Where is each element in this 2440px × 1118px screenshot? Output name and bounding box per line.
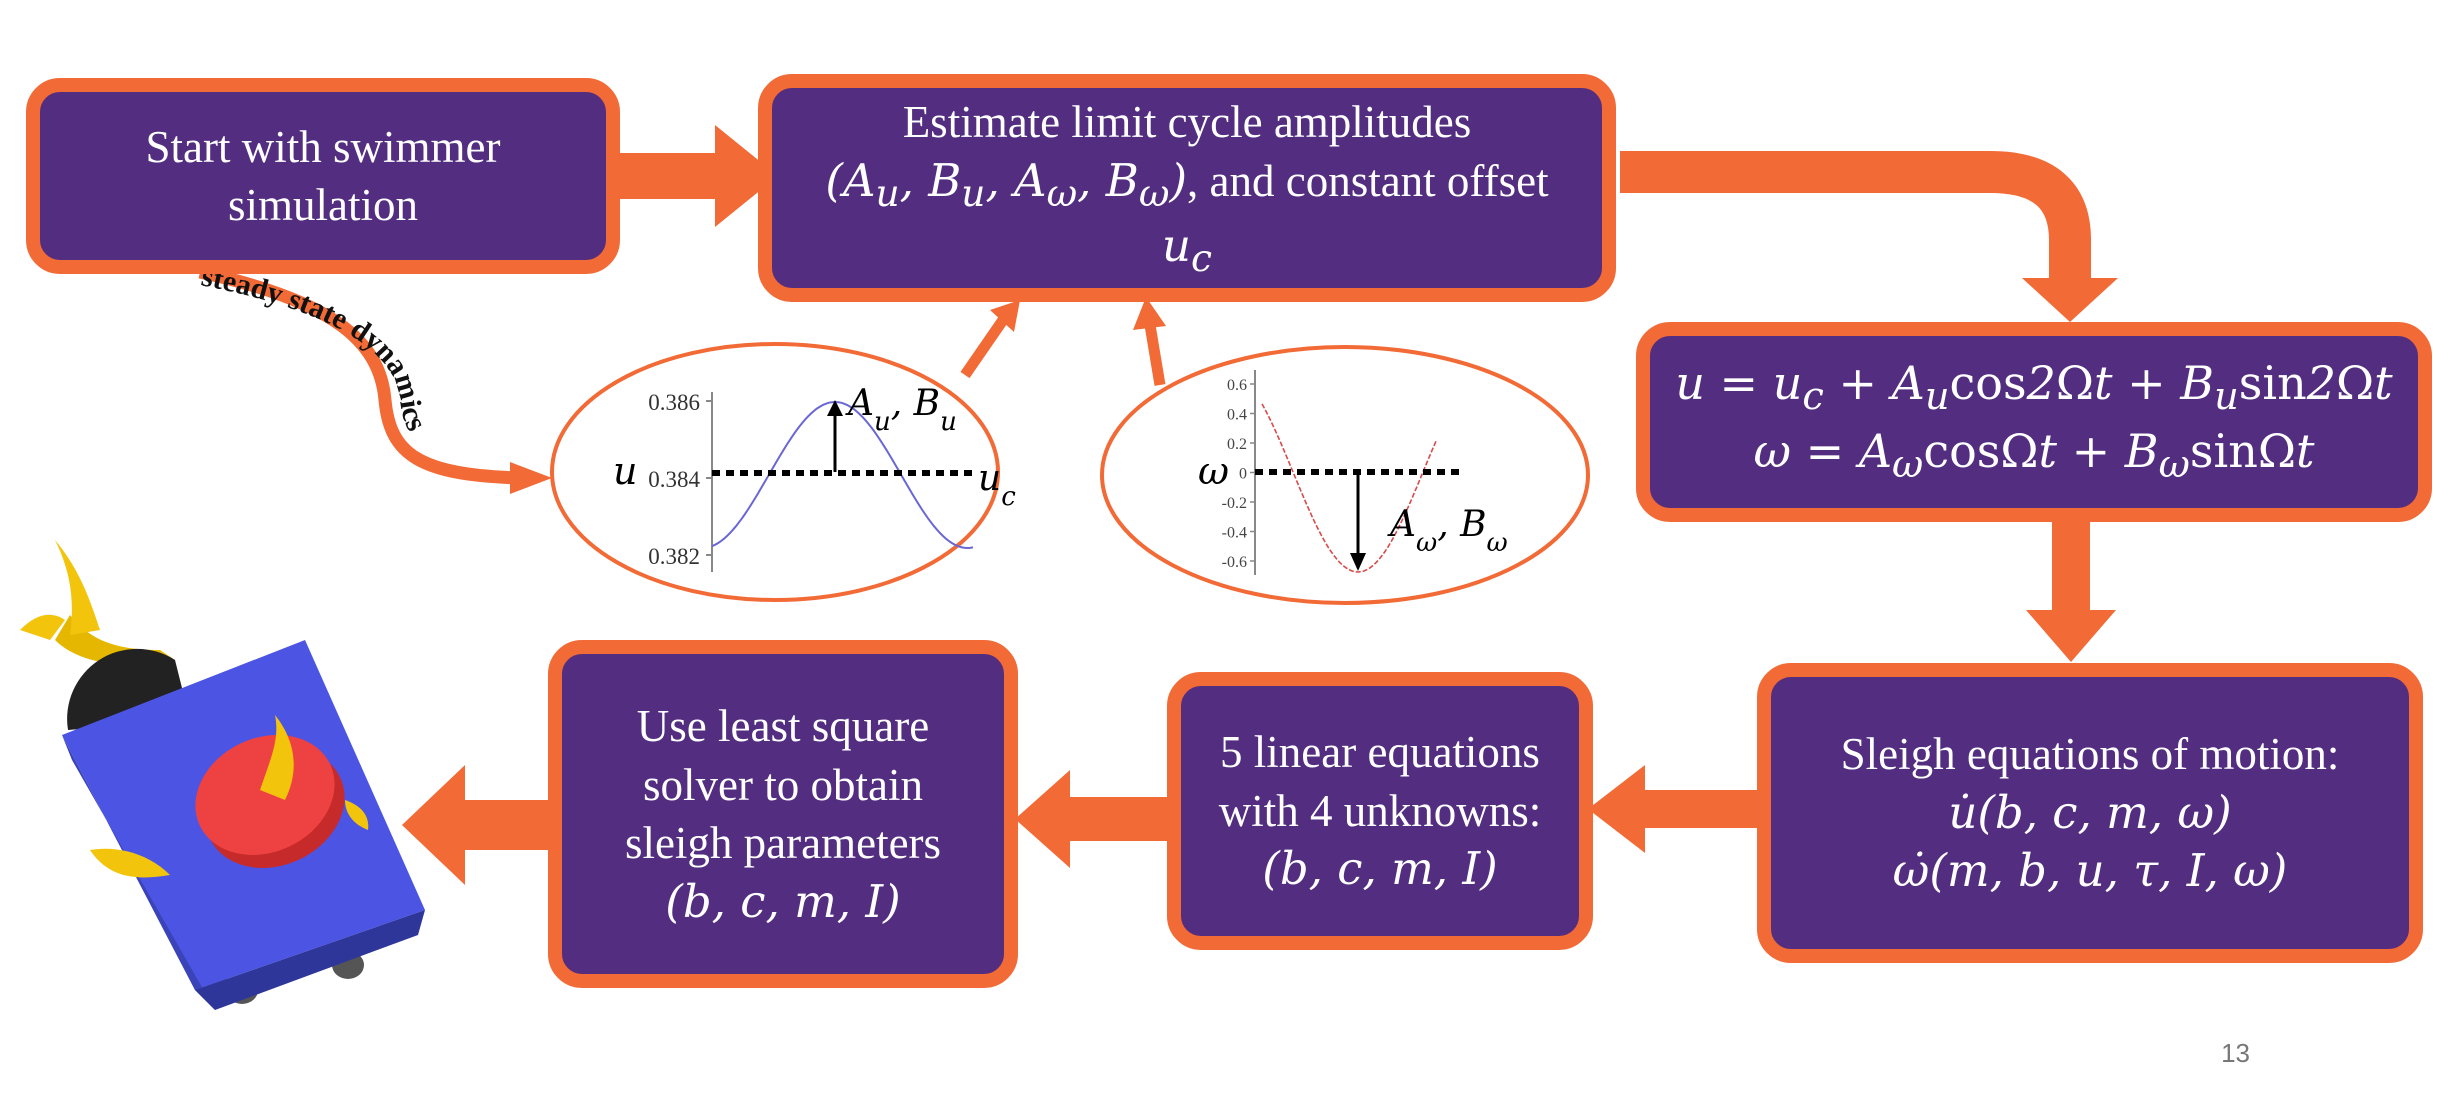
estimate-line-1: Estimate limit cycle amplitudes (902, 97, 1472, 147)
linear-line-1: 5 linear equations (1220, 727, 1540, 778)
start-line-1: Start with swimmer (145, 121, 501, 172)
estimate-line-3: uc (1162, 219, 1212, 281)
u-amplitude-label: Au, Bu (845, 383, 957, 437)
omega-amplitude-label: Aω, Bω (1387, 504, 1508, 558)
omega-tick-label: -0.2 (1222, 495, 1247, 512)
linear-line-2: with 4 unknowns: (1218, 785, 1542, 836)
sleigh-line-2: u̇(b, c, m, ω) (1948, 785, 2232, 839)
model-eq-2: ω = AωcosΩt + BωsinΩt (1753, 424, 2315, 488)
u-sine-curve (711, 400, 974, 550)
sleigh-line-3: ω̇(m, b, u, τ, I, ω) (1892, 844, 2288, 898)
u-offset-label: uc (978, 458, 1016, 512)
arrow-sleigh-to-linear (1588, 765, 1762, 853)
start-line-2: simulation (228, 180, 418, 230)
limit-cycle-model-box: u = uc + Aucos2Ωt + Busin2Ωt ω = AωcosΩt… (1636, 322, 2432, 522)
linear-equations-box: 5 linear equations with 4 unknowns: (b, … (1167, 672, 1593, 950)
steady-state-label: steady state dynamics (199, 260, 433, 436)
solver-line-2: solver to obtain (643, 759, 923, 810)
u-limit-cycle-plot: 0.386 0.384 0.382 u Au, Bu uc (550, 342, 1016, 602)
arrow-solver-to-robot (402, 765, 555, 885)
solver-line-1: Use least square (636, 701, 930, 751)
arrow-steady-state (198, 265, 552, 494)
u-axis-symbol: u (613, 449, 637, 493)
omega-tick-label: 0.2 (1227, 436, 1247, 453)
omega-tick-label: 0 (1239, 466, 1247, 483)
u-tick-label: 0.382 (648, 544, 700, 569)
omega-sine-curve (1261, 403, 1437, 573)
model-eq-1: u = uc + Aucos2Ωt + Busin2Ωt (1675, 356, 2393, 420)
arrow-wplot-to-estimate (1133, 297, 1166, 386)
omega-tick-label: 0.4 (1227, 407, 1247, 424)
estimate-amplitudes-box: Estimate limit cycle amplitudes (Au, Bu,… (758, 74, 1616, 302)
u-tick-label: 0.386 (648, 390, 700, 415)
arrow-estimate-to-model (1620, 151, 2118, 322)
page-number: 13 (2221, 1038, 2250, 1068)
arrow-linear-to-solver (1015, 770, 1175, 868)
sleigh-line-1: Sleigh equations of motion: (1840, 729, 2340, 780)
arrow-uplot-to-estimate (960, 300, 1020, 379)
solver-line-3: sleigh parameters (624, 818, 942, 868)
sleigh-robot-illustration (20, 540, 425, 1010)
omega-limit-cycle-plot: 0.6 0.4 0.2 0 -0.2 -0.4 -0.6 ω Aω, Bω (1100, 345, 1590, 605)
start-simulation-box: Start with swimmer simulation (26, 78, 620, 274)
estimate-line-2: (Au, Bu, Aω, Bω), and constant offset (825, 153, 1549, 215)
arrow-model-to-sleigh (2026, 520, 2116, 662)
sleigh-equations-box: Sleigh equations of motion: u̇(b, c, m, … (1757, 663, 2423, 963)
least-squares-box: Use least square solver to obtain sleigh… (548, 640, 1018, 988)
omega-tick-label: 0.6 (1227, 377, 1247, 394)
linear-line-3: (b, c, m, I) (1262, 842, 1498, 896)
omega-tick-label: -0.6 (1222, 554, 1247, 571)
arrow-start-to-estimate (612, 125, 778, 227)
omega-axis-symbol: ω (1198, 449, 1229, 493)
omega-tick-label: -0.4 (1222, 525, 1247, 542)
u-tick-label: 0.384 (648, 467, 700, 492)
solver-line-4: (b, c, m, I) (665, 874, 901, 928)
